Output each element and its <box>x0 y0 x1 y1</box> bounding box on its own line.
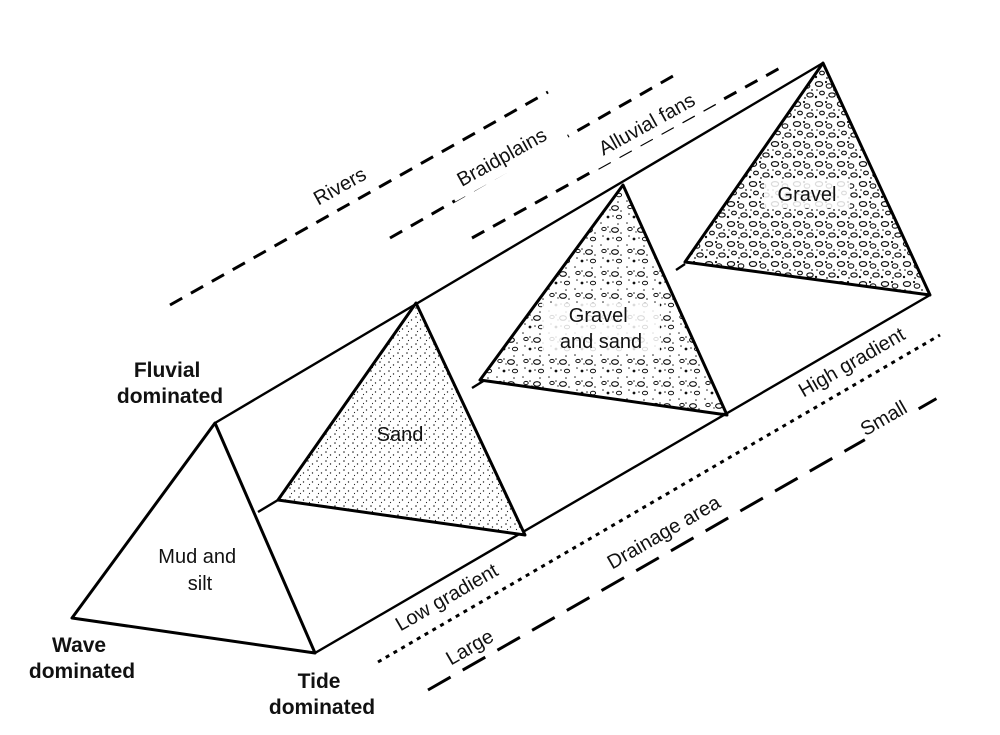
sand-face <box>276 301 527 537</box>
wave-dominated-label: Wave dominated <box>29 634 135 683</box>
rivers-label-bg <box>299 152 387 218</box>
prism-wave-edge-visible <box>257 498 279 514</box>
mud-silt-label: Mud and silt <box>158 546 241 595</box>
braidplains-label-bg <box>440 112 570 202</box>
gravel-sand-label: Gravel and sand <box>560 305 642 353</box>
prism-wave-edge-visible <box>675 263 686 271</box>
braidplains-dashed-line <box>389 70 681 240</box>
drainage-area-label: Drainage area <box>604 491 726 574</box>
large-label-bg <box>435 615 511 675</box>
rivers-dashed-line <box>169 90 549 307</box>
gravel-label: Gravel <box>778 184 837 206</box>
mud-silt-face <box>70 421 317 655</box>
gravel-label-bg <box>764 180 850 208</box>
sand-label: Sand <box>377 424 424 446</box>
braidplains-label: Braidplains <box>453 124 550 191</box>
prism-tide-edge <box>314 293 931 655</box>
alluvial-fans-label: Alluvial fans <box>595 89 699 160</box>
drainage-area-label-bg <box>595 480 739 580</box>
fluvial-dominated-label: Fluvial dominated <box>117 359 223 408</box>
gravel-sand-label-bg <box>542 303 660 353</box>
drainage-dashed-line <box>427 390 949 692</box>
alluvial-fans-label-bg <box>581 75 719 171</box>
tide-dominated-label: Tide dominated <box>269 670 375 719</box>
prism-apex-edge <box>214 61 824 425</box>
gravel-face <box>683 61 932 297</box>
small-label-bg <box>853 388 921 444</box>
gravel-sand-face <box>478 183 729 417</box>
gradient-dotted-line <box>377 333 941 664</box>
